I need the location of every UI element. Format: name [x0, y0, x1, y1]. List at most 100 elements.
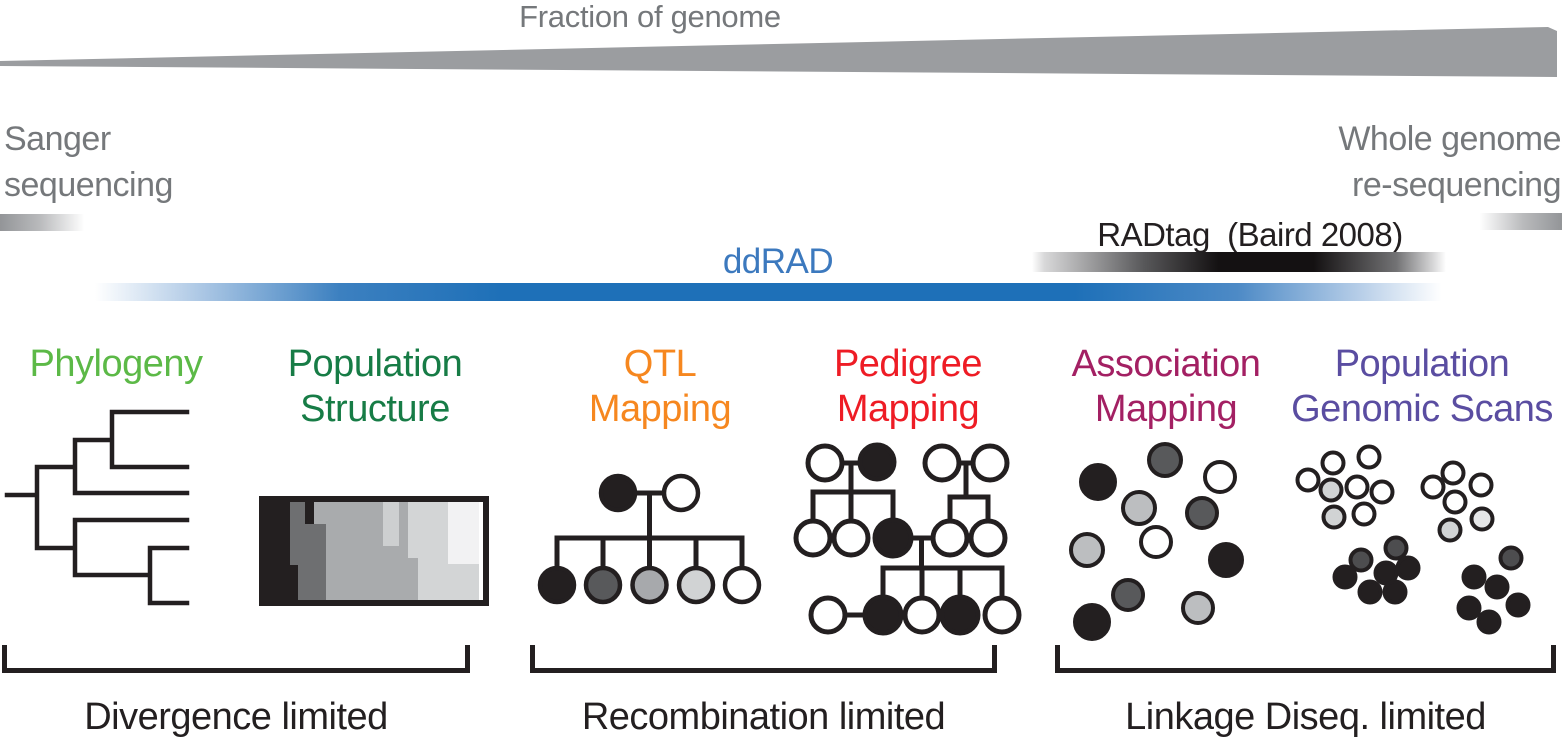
qtl-pedigree-lines — [554, 490, 745, 568]
individual-circle — [970, 443, 1010, 483]
pedigree-lines — [810, 460, 1005, 618]
individual-circle — [1395, 555, 1421, 581]
structure-segment — [290, 565, 298, 600]
individual-circle — [1498, 545, 1524, 571]
wgs-line1: Whole genome — [1338, 120, 1561, 158]
linkage-bracket — [1055, 645, 1556, 673]
ddrad-label: ddRAD — [722, 242, 834, 281]
sanger-sequencing-label: Sanger sequencing — [4, 116, 173, 208]
radtag-label: RADtag (Baird 2008) — [1097, 216, 1403, 253]
genome-fraction-wedge — [0, 27, 1557, 77]
individual-circle — [922, 443, 962, 483]
structure-segment — [448, 564, 479, 600]
individual-circle — [982, 595, 1022, 635]
individual-circle — [598, 473, 638, 513]
structure-segment — [448, 502, 479, 564]
individual-circle — [537, 565, 577, 605]
multigeneration-pedigree-icon — [793, 442, 1022, 636]
individual-circle — [1208, 542, 1244, 578]
individual-circle — [1437, 517, 1463, 543]
population-structure-label: Population Structure — [269, 342, 481, 432]
individual-circle — [1185, 496, 1219, 530]
structure-segment — [265, 502, 290, 600]
qtl-mapping-label: QTL Mapping — [554, 342, 766, 432]
individual-circle — [1369, 479, 1395, 505]
individual-circle — [722, 565, 762, 605]
individual-circle — [1203, 460, 1237, 494]
association-line2: Mapping — [1094, 388, 1238, 430]
wgs-line2: re-sequencing — [1352, 166, 1561, 204]
structure-plot-icon — [259, 496, 489, 606]
qtl-cross-pedigree-icon — [537, 473, 762, 605]
pedigree-line1: Pedigree — [833, 343, 983, 385]
individual-circle — [1181, 591, 1215, 625]
individual-circle — [1469, 506, 1495, 532]
individual-circle — [1147, 442, 1183, 478]
individual-circle — [1321, 504, 1347, 530]
phylogeny-label: Phylogeny — [10, 342, 222, 387]
linkage-diseq-limited-label: Linkage Diseq. limited — [1125, 696, 1486, 738]
individual-circle — [1079, 463, 1117, 501]
phylogeny-line1: Phylogeny — [29, 343, 203, 385]
sanger-coverage-bar — [0, 214, 88, 231]
individual-circle — [1440, 460, 1466, 486]
individual-circle — [1468, 472, 1494, 498]
individual-circle — [862, 594, 904, 636]
individual-circle — [1332, 564, 1358, 590]
recombination-limited-label: Recombination limited — [581, 696, 946, 738]
population-genomic-scans-label: Population Genomic Scans — [1286, 342, 1558, 432]
individual-circle — [968, 518, 1008, 558]
individual-circle — [1073, 603, 1111, 641]
individual-circle — [1111, 578, 1145, 612]
individual-circle — [1320, 450, 1346, 476]
structure-segment — [305, 524, 326, 600]
pedigree-mapping-label: Pedigree Mapping — [802, 342, 1014, 432]
pedigree-line2: Mapping — [836, 388, 980, 430]
popscan-line2: Genomic Scans — [1291, 388, 1553, 430]
structure-plot-border — [259, 496, 489, 606]
individual-circle — [1344, 474, 1370, 500]
individual-circle — [630, 565, 669, 605]
individual-circle — [1505, 592, 1531, 618]
individual-circle — [1348, 547, 1374, 573]
individual-circle — [1357, 579, 1383, 605]
population-clusters-icon — [1295, 444, 1531, 635]
recombination-bracket — [530, 645, 997, 673]
individual-circle — [1318, 477, 1344, 503]
individual-circle — [831, 518, 871, 558]
individual-circle — [1351, 501, 1377, 527]
individual-circle — [1121, 490, 1157, 526]
individual-circle — [1139, 525, 1173, 559]
individual-circle — [805, 443, 845, 483]
individual-circle — [1382, 579, 1408, 605]
individual-circle — [872, 517, 914, 559]
structure-segment — [305, 502, 314, 524]
wgs-coverage-bar — [1476, 213, 1562, 230]
structure-segment — [383, 502, 399, 546]
scattered-individuals-icon — [1069, 442, 1244, 641]
individual-circle — [808, 595, 848, 635]
individual-circle — [1383, 535, 1409, 561]
popscan-line1: Population — [1334, 343, 1510, 385]
individual-circle — [930, 518, 970, 558]
association-mapping-label: Association Mapping — [1060, 342, 1272, 432]
structure-segment — [408, 558, 418, 600]
phylogeny-tree-icon — [4, 409, 190, 606]
radtag-coverage-bar — [1032, 252, 1446, 272]
individual-circle — [1295, 467, 1321, 493]
qtl-line1: QTL — [623, 343, 697, 385]
diagram-title: Fraction of genome — [519, 0, 781, 34]
individual-circle — [1442, 489, 1468, 515]
tree-branches — [4, 409, 190, 606]
individual-circle — [583, 565, 623, 605]
individual-circle — [902, 595, 942, 635]
individual-circle — [661, 473, 701, 513]
divergence-bracket — [2, 645, 470, 673]
individual-circle — [1484, 574, 1510, 600]
sanger-line2: sequencing — [4, 166, 173, 204]
individual-circle — [857, 442, 897, 482]
sanger-line1: Sanger — [4, 120, 111, 158]
individual-circle — [1456, 595, 1482, 621]
individual-circle — [1069, 532, 1105, 568]
